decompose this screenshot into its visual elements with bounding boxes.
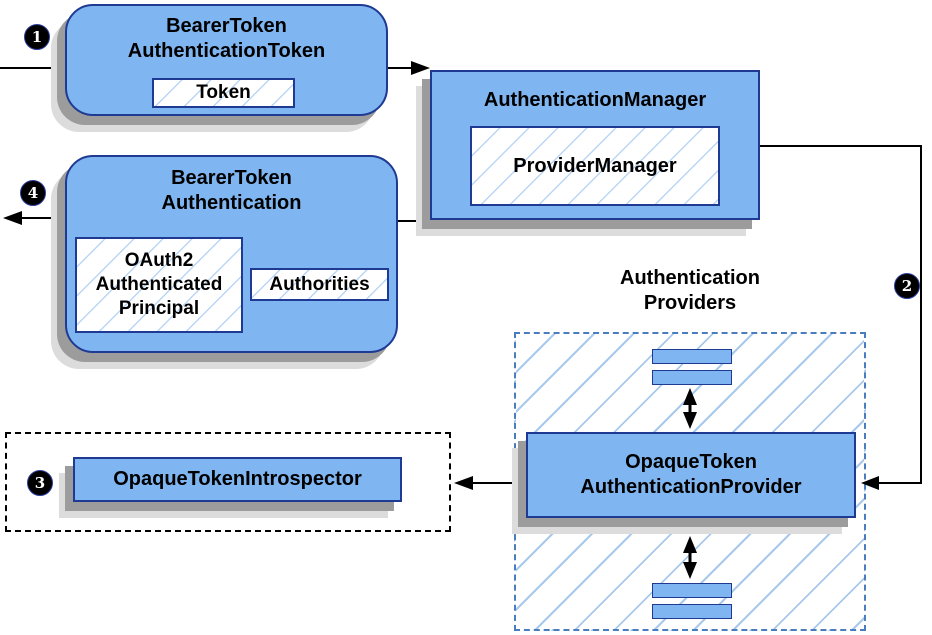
provider-stack-item — [652, 370, 732, 385]
authentication-manager-title: AuthenticationManager — [432, 72, 758, 113]
authorities-box: Authorities — [250, 268, 389, 301]
opaque-token-authentication-provider-box: OpaqueToken AuthenticationProvider — [526, 432, 856, 518]
provider-manager-label: ProviderManager — [513, 155, 677, 177]
authentication-manager-box: AuthenticationManager ProviderManager — [430, 70, 760, 220]
token-box: Token — [152, 78, 295, 108]
title-line: BearerToken — [171, 167, 292, 189]
step-1-badge: 1 — [24, 24, 50, 50]
title-line: AuthenticationManager — [483, 89, 707, 111]
principal-line: Principal — [118, 298, 200, 319]
authorities-label: Authorities — [269, 273, 370, 295]
authentication-providers-heading: Authentication Providers — [555, 266, 825, 316]
provider-stack-item — [652, 604, 732, 619]
step-2-badge: 2 — [894, 273, 920, 299]
arrowhead-left-icon — [454, 476, 473, 490]
bearer-token-authentication-title: BearerToken Authentication — [67, 157, 396, 216]
bearer-token-authentication-token-box: BearerToken AuthenticationToken Token — [65, 4, 388, 116]
step-4-badge: 4 — [20, 180, 46, 206]
step-number: 3 — [34, 474, 46, 492]
arrowhead-right-icon — [411, 61, 430, 75]
provider-title-line: OpaqueToken — [625, 451, 757, 473]
introspector-label: OpaqueTokenIntrospector — [113, 468, 362, 490]
provider-stack-item — [652, 349, 732, 364]
title-line: Authentication — [161, 192, 302, 214]
arrowhead-left-icon — [3, 211, 22, 225]
provider-manager-box: ProviderManager — [470, 126, 720, 206]
step-number: 1 — [31, 28, 43, 46]
heading-line: Authentication — [620, 267, 760, 289]
token-label: Token — [196, 82, 251, 103]
oauth2-authenticated-principal-box: OAuth2 Authenticated Principal — [75, 237, 243, 333]
step-3-badge: 3 — [27, 470, 53, 496]
title-line: AuthenticationToken — [127, 40, 326, 62]
provider-title-line: AuthenticationProvider — [580, 476, 802, 498]
principal-line: OAuth2 — [124, 250, 194, 271]
step-number: 2 — [901, 277, 913, 295]
principal-line: Authenticated — [95, 274, 223, 295]
step-number: 4 — [27, 184, 39, 202]
opaque-token-introspector-box: OpaqueTokenIntrospector — [73, 457, 402, 502]
bearer-token-authentication-box: BearerToken Authentication OAuth2 Authen… — [65, 155, 398, 353]
title-line: BearerToken — [166, 15, 287, 37]
heading-line: Providers — [643, 292, 737, 314]
bearer-token-authentication-token-title: BearerToken AuthenticationToken — [67, 6, 386, 64]
provider-stack-item — [652, 583, 732, 598]
